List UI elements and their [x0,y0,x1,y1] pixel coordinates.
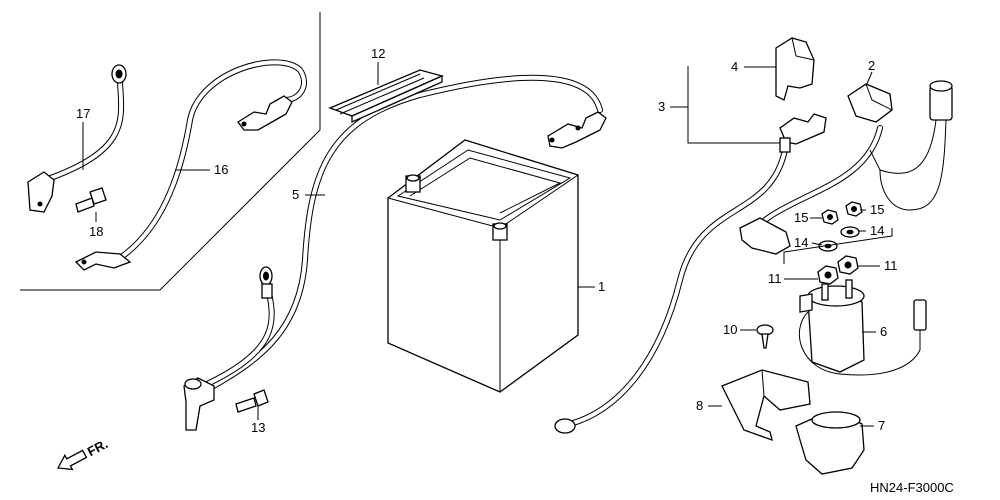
front-arrow-icon [56,449,88,471]
cable-17 [27,64,127,213]
callout-3: 3 [658,99,665,114]
callout-1: 1 [598,279,605,294]
callout-14-right: 14 [870,223,884,238]
callout-6: 6 [880,324,887,339]
callout-15-right: 15 [870,202,884,217]
cable-16 [74,59,307,271]
callout-17: 17 [76,106,90,121]
callout-10: 10 [723,322,737,337]
battery-strap [328,69,444,124]
callout-18: 18 [89,224,103,239]
callout-11-left: 11 [768,271,782,286]
callout-15-left: 15 [794,210,808,225]
callout-16: 16 [214,162,228,177]
front-label: FR. [85,436,111,459]
callout-8: 8 [696,398,703,413]
screw-10 [756,324,774,349]
diagram-code: HN24-F3000C [870,480,954,495]
terminal-cover-4 [775,37,815,101]
leader-lines [82,62,880,427]
callout-7: 7 [878,418,885,433]
callout-labels: 1 2 3 4 5 6 7 8 10 11 11 12 13 14 14 15 … [76,46,898,435]
callout-4: 4 [731,59,738,74]
hardware-set [783,201,893,285]
callout-5: 5 [292,187,299,202]
callout-12: 12 [371,46,385,61]
positive-cable [554,113,827,434]
starter-relay [799,279,927,376]
front-direction-indicator: FR. [56,436,111,471]
callout-11-right: 11 [884,258,898,273]
battery [387,139,579,393]
relay-cover-7 [795,411,865,475]
callout-13: 13 [251,420,265,435]
relay-connector [869,80,953,211]
negative-cable [207,74,607,391]
relay-cover-8 [721,369,811,442]
callout-14-left: 14 [794,235,808,250]
callout-2: 2 [868,58,875,73]
inset-frame [20,12,321,291]
bolt-13 [235,389,269,413]
bolt-18 [75,187,107,213]
ground-cable-lower [183,266,275,431]
starter-cable [739,125,883,255]
cover-2 [847,83,893,123]
